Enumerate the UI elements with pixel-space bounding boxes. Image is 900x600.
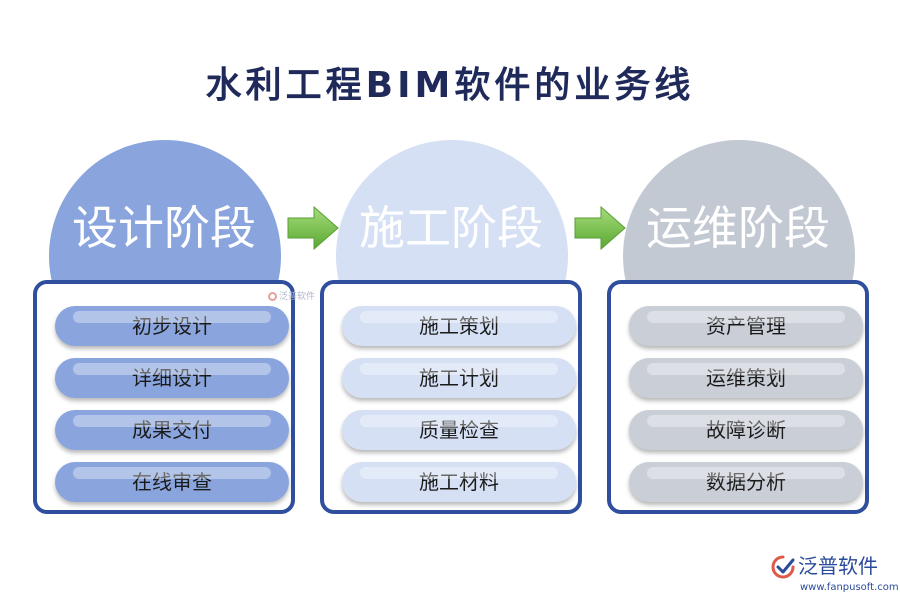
stage-design-panel: 初步设计 详细设计 成果交付 在线审查 — [33, 280, 295, 514]
list-item: 初步设计 — [55, 306, 289, 346]
stage-construction-label: 施工阶段 — [359, 201, 543, 255]
list-item: 成果交付 — [55, 410, 289, 450]
watermark: 泛普软件 — [268, 289, 315, 302]
stage-design: 设计阶段 初步设计 详细设计 成果交付 在线审查 — [33, 140, 295, 520]
list-item: 施工策划 — [342, 306, 576, 346]
stage-operation-label: 运维阶段 — [646, 201, 830, 255]
list-item: 在线审查 — [55, 462, 289, 502]
list-item: 运维策划 — [629, 358, 863, 398]
diagram-title: 水利工程BIM软件的业务线 — [205, 65, 695, 106]
list-item: 施工计划 — [342, 358, 576, 398]
watermark-logo-icon — [268, 292, 277, 301]
brand-logo: 泛普软件 www.fanpusoft.com — [770, 552, 899, 596]
stage-design-label: 设计阶段 — [72, 201, 256, 255]
list-item: 施工材料 — [342, 462, 576, 502]
arrow-right-icon — [287, 205, 339, 251]
list-item: 质量检查 — [342, 410, 576, 450]
stage-operation: 运维阶段 资产管理 运维策划 故障诊断 数据分析 — [607, 140, 869, 520]
brand-logo-icon — [771, 555, 795, 579]
stage-construction: 施工阶段 施工策划 施工计划 质量检查 施工材料 — [320, 140, 582, 520]
stage-operation-panel: 资产管理 运维策划 故障诊断 数据分析 — [607, 280, 869, 514]
stage-construction-panel: 施工策划 施工计划 质量检查 施工材料 — [320, 280, 582, 514]
list-item: 数据分析 — [629, 462, 863, 502]
list-item: 详细设计 — [55, 358, 289, 398]
brand-url: www.fanpusoft.com — [800, 582, 899, 593]
list-item: 故障诊断 — [629, 410, 863, 450]
watermark-text: 泛普软件 — [279, 292, 316, 302]
brand-name: 泛普软件 — [798, 554, 878, 578]
list-item: 资产管理 — [629, 306, 863, 346]
arrow-right-icon — [574, 205, 626, 251]
